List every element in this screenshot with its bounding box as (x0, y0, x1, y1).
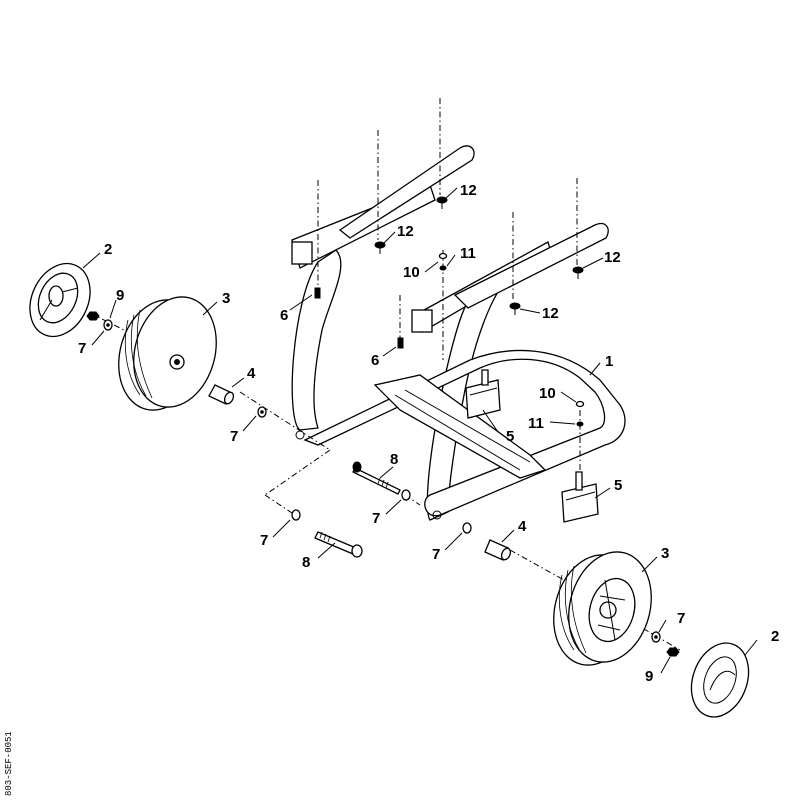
washers-nuts-left (86, 311, 267, 418)
callout-11-upper: 11 (460, 245, 476, 262)
bolts (291, 461, 472, 558)
callout-7-bottom-center: 7 (432, 546, 440, 563)
callout-6-left: 6 (280, 307, 288, 324)
callout-2-left: 2 (104, 241, 112, 258)
callout-4-right: 4 (518, 518, 527, 535)
wheel-right (553, 551, 652, 666)
callout-5-lower: 5 (614, 477, 622, 494)
callout-9-right: 9 (645, 668, 653, 685)
callout-11-lower: 11 (528, 415, 544, 432)
callout-10-lower: 10 (539, 385, 556, 402)
hub-cap-right (690, 642, 750, 718)
callout-3-left: 3 (222, 290, 230, 307)
screws-hardware (314, 196, 585, 427)
callout-7-right: 7 (677, 610, 685, 627)
washers-nuts-right (651, 631, 680, 657)
callout-9-left: 9 (116, 287, 124, 304)
leader-lines (82, 187, 758, 674)
hub-cap-left (29, 262, 91, 338)
drawing-code: 803-SEF-0051 (4, 732, 14, 796)
callout-7-far-left: 7 (78, 340, 86, 357)
rubber-feet (465, 369, 599, 523)
callout-12-center: 12 (542, 305, 559, 322)
callout-4-left: 4 (247, 365, 256, 382)
callout-7-bottom-left: 7 (260, 532, 268, 549)
callout-8-lower: 8 (302, 554, 310, 571)
callout-5-upper: 5 (506, 428, 514, 445)
callout-3-right: 3 (661, 545, 669, 562)
callout-12-left: 12 (397, 223, 414, 240)
callout-10-upper: 10 (403, 264, 420, 281)
callout-labels: 1 2 2 3 3 4 4 5 5 6 6 7 7 7 7 7 7 8 8 9 … (78, 182, 779, 685)
callout-8-upper: 8 (390, 451, 398, 468)
callout-12-top: 12 (460, 182, 477, 199)
callout-1: 1 (605, 353, 613, 370)
callout-12-right: 12 (604, 249, 621, 266)
spacer-right (484, 539, 512, 561)
drawing-code-text: 803-SEF-0051 (4, 732, 14, 796)
spacer-left (208, 384, 235, 405)
callout-2-right: 2 (771, 628, 779, 645)
wheel-left (118, 296, 217, 411)
frame-assembly (291, 145, 626, 521)
callout-7-left: 7 (230, 428, 238, 445)
callout-6-center: 6 (371, 352, 379, 369)
callout-7-center: 7 (372, 510, 380, 527)
